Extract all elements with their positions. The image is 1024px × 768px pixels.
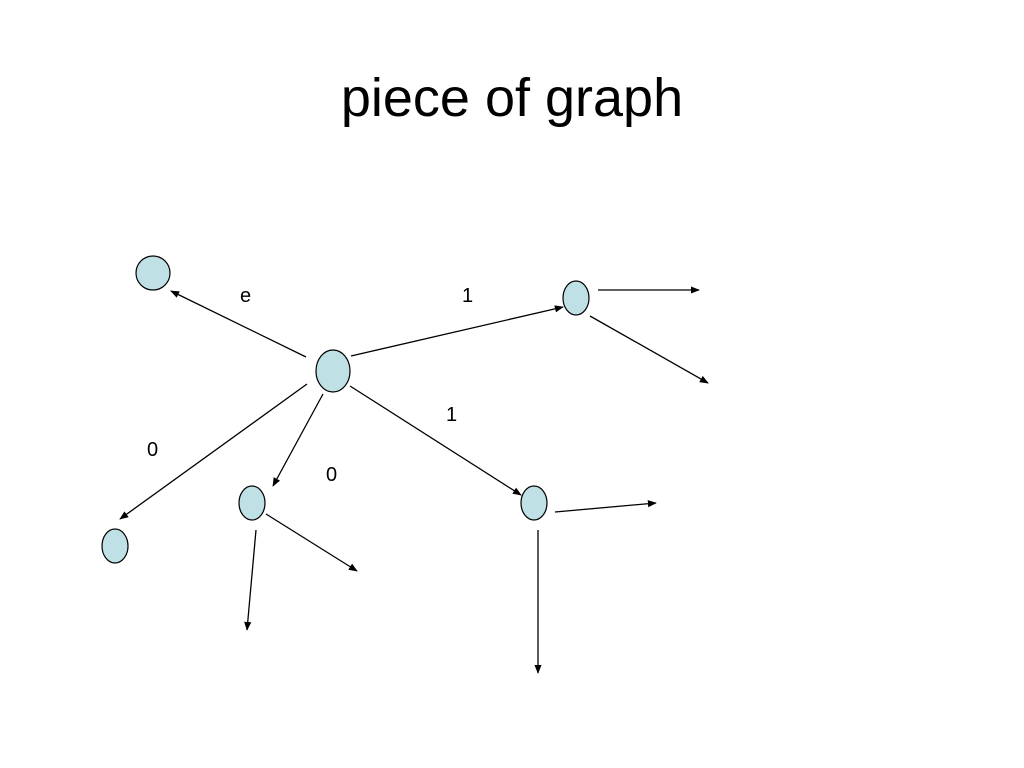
edge-center-to-midright [349, 385, 522, 496]
edge-center-to-midleft [272, 393, 324, 487]
edge-midleft-down [244, 529, 257, 631]
edge-center-to-topright [350, 305, 564, 357]
edge-label-one-top: 1 [462, 285, 473, 307]
edge-label-e: e [240, 285, 251, 307]
edge-topright-down [589, 315, 709, 384]
node-mid-right [520, 485, 548, 521]
edge-center-to-topleft [170, 290, 307, 358]
edge-label-zero-left: 0 [147, 439, 158, 461]
node-top-right [562, 280, 590, 316]
node-top-left [135, 255, 171, 291]
edge-label-zero-mid: 0 [326, 464, 337, 486]
node-mid-left [238, 485, 266, 521]
edge-midright-right [554, 500, 657, 513]
edge-label-one-mid: 1 [446, 404, 457, 426]
node-center [315, 349, 351, 393]
node-bottom-left [101, 528, 129, 564]
slide-title: piece of graph [340, 68, 684, 128]
edge-center-to-bottomleft [119, 383, 308, 520]
edge-midleft-right [265, 513, 358, 572]
